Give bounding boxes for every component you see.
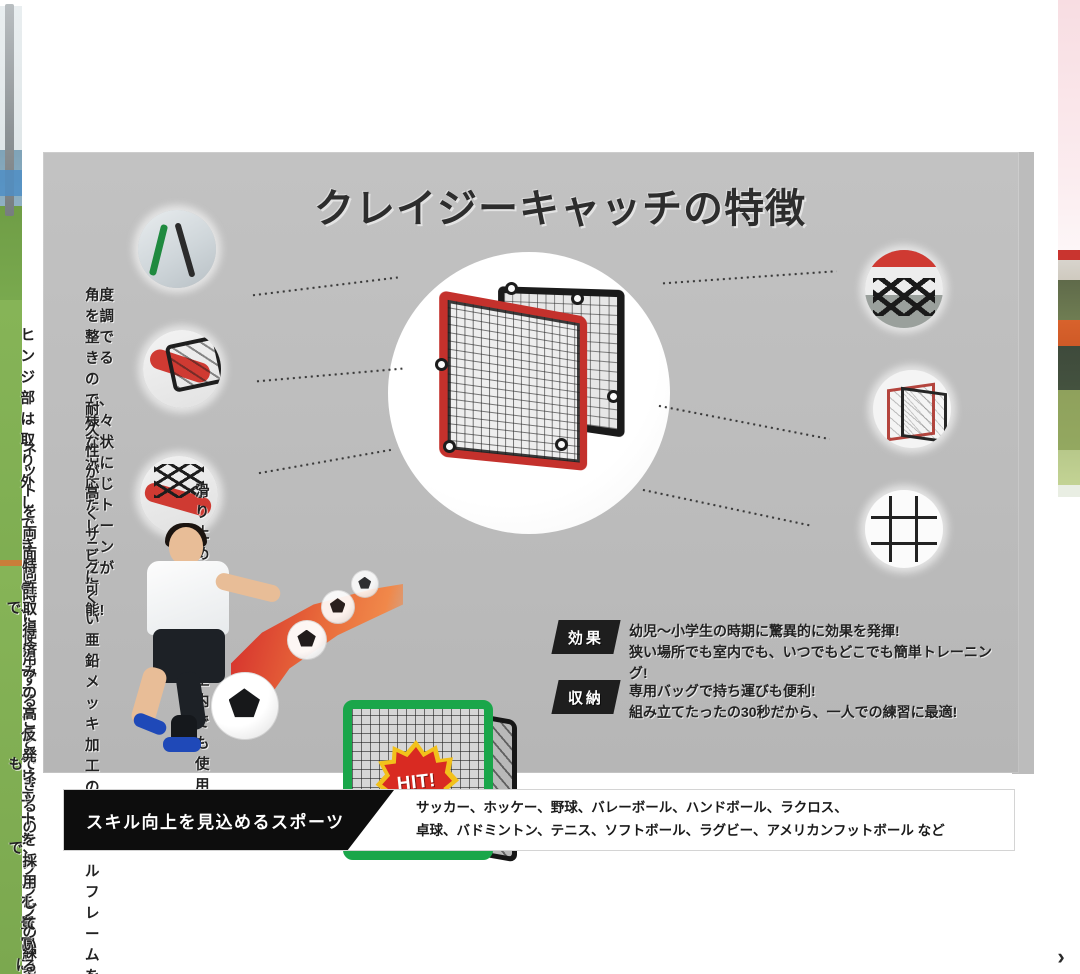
benefit-tag-storage: 収納 [551,680,621,714]
hinge-part-thumbnail-icon [865,250,943,328]
connector-dots [660,269,837,285]
soccer-ball-icon [351,570,379,598]
soccer-ball-icon [211,672,279,740]
sports-bar-label: スキル向上を見込めるスポーツ [64,790,394,850]
player-shoe [163,737,201,752]
connector-dots [254,367,403,383]
background-photo-left-strip [0,0,22,974]
soccer-ball-icon [321,590,355,624]
steel-frame-thumbnail-icon [143,330,221,408]
connector-dots [640,488,812,528]
right-strip-pink-area [1058,0,1080,250]
feature-angle-adjust-text: 角度を調整できるので、 様々な状況に応じたトレーニングが可能! [85,288,114,620]
benefit-row-effect: 効果 幼児〜小学生の時期に驚異的に効果を発揮! 狭い場所でも室内でも、いつでもど… [551,620,1005,684]
features-panel: クレイジーキャッチの特徴 角度を調整できるので、 様々な状況に応じたトレーニング… [7,152,1019,974]
frame-node-icon [443,440,456,453]
feature-rebound-net-text: 特許取得済みの高反発ネットを採用しているので 強力なリバウンド能力を実現! [22,560,38,974]
frame-node-icon [607,390,620,403]
connector-dots [656,404,831,441]
benefit-tag-effect: 効果 [551,620,621,654]
benefit-storage-text: 専用バッグで持ち運びも便利! 組み立てたったの30秒だから、一人での練習に最適! [629,683,958,720]
connector-dots [256,448,392,475]
benefit-row-storage: 収納 専用バッグで持ち運びも便利! 組み立てたったの30秒だから、一人での練習に… [551,680,1005,723]
hero-product-rebounder [435,280,640,495]
anti-slip-grip-thumbnail-icon [140,456,218,534]
feature-hinge-removable-text: ヒンジ部は取り外しできるので、 トレーニングバリエーションを豊富に! [6,328,35,974]
frame-node-icon [571,292,584,305]
sports-bar: スキル向上を見込めるスポーツ サッカー、ホッケー、野球、バレーボール、ハンドボー… [63,789,1015,851]
right-strip-product-photo [1058,250,1080,485]
benefit-tag-effect-label: 効果 [567,629,604,647]
sports-bar-list: サッカー、ホッケー、野球、バレーボール、ハンドボール、ラクロス、 卓球、バドミン… [416,800,945,838]
right-strip-ground-area [1058,485,1080,497]
player-head [169,527,203,565]
benefit-tag-storage-label: 収納 [567,689,604,707]
player-shirt [147,561,229,635]
frame-node-icon [505,282,518,295]
next-arrow-icon[interactable]: › [1057,944,1065,969]
benefit-effect-text: 幼児〜小学生の時期に驚異的に効果を発揮! 狭い場所でも室内でも、いつでもどこでも… [629,623,992,681]
double-sided-net-thumbnail-icon [873,370,951,448]
feature-double-sided-net-text: ネットを両面同時に使用することもできるので、 クラブの練習などペアでも使いやすい… [8,442,37,974]
player-photo [129,523,283,752]
frame-node-icon [435,358,448,371]
soccer-ball-icon [287,620,327,660]
frame-node-icon [555,438,568,451]
page-title: クレイジーキャッチの特徴 [314,187,806,231]
rebound-net-thumbnail-icon [865,490,943,568]
background-photo-right-strip [1058,0,1080,974]
feature-steel-frame-text: 耐久性が高くサビにくい 亜鉛メッキ加工のスチールフレームを採用! [85,402,100,974]
connector-dots [250,275,399,297]
angle-adjust-thumbnail-icon [138,210,216,288]
left-margin-gap [22,0,30,974]
